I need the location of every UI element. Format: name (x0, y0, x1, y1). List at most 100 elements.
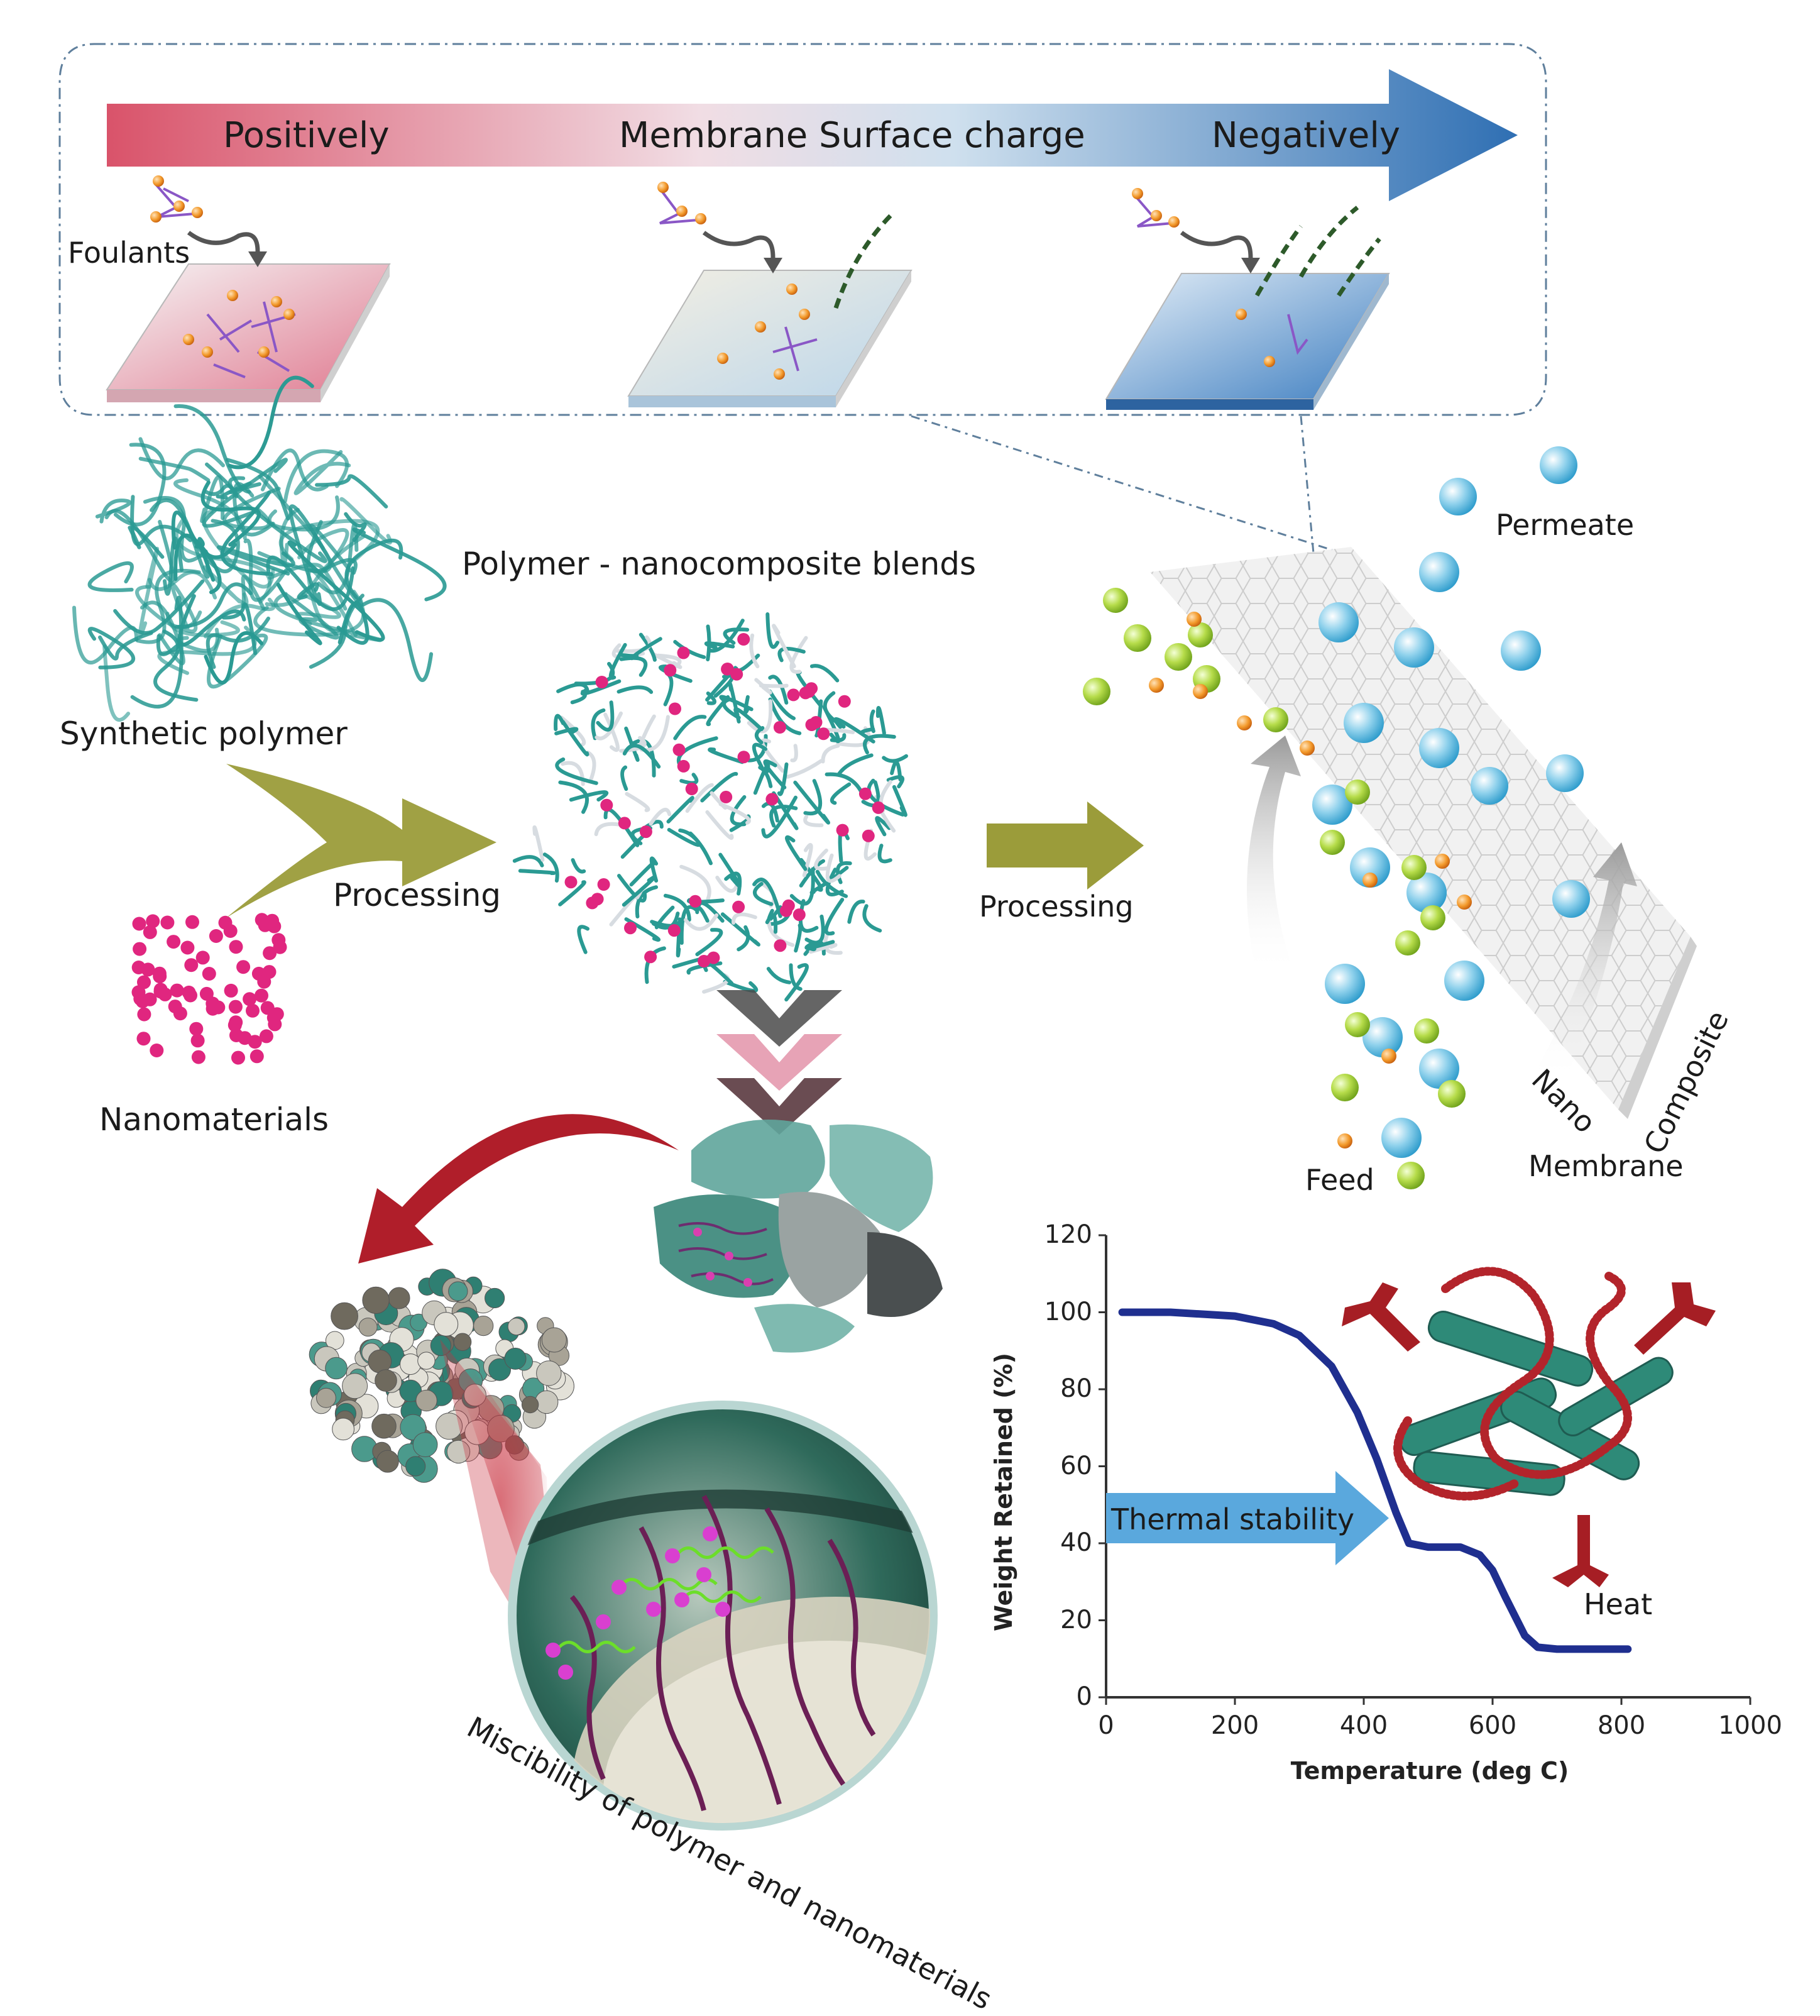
nanoparticle-bead-cluster (309, 1269, 574, 1483)
polymer-strand (253, 590, 366, 637)
permeate-particle (1444, 961, 1484, 1001)
polymer-strand (283, 449, 349, 504)
blend-strand (719, 695, 754, 712)
nanomaterial-dot (141, 962, 155, 977)
feed-particle (1331, 1074, 1359, 1101)
blend-strand (752, 878, 782, 918)
blend-strand (790, 744, 798, 763)
blend-strand (728, 681, 741, 724)
permeate-particle (1419, 1049, 1459, 1089)
blend-strand (512, 855, 544, 868)
bead (504, 1347, 527, 1370)
blend-strand (777, 646, 806, 663)
blend-strand (684, 913, 719, 931)
blend-strand (786, 759, 823, 779)
polymer-strand (189, 519, 240, 573)
x-tick-label: 0 (1098, 1711, 1114, 1740)
blend-title: Polymer - nanocomposite blends (462, 546, 977, 582)
blend-nanoparticle (809, 716, 823, 729)
blend-strand (586, 751, 596, 782)
blend-strand (754, 678, 772, 695)
blend-strand (518, 869, 556, 875)
polymer-strand (295, 593, 341, 626)
polymer-strand (207, 633, 268, 689)
blend-strand (804, 940, 835, 950)
blend-strand (804, 914, 825, 945)
bead (375, 1369, 397, 1392)
nanomaterial-dot (268, 1017, 282, 1032)
heat-structure (1342, 1267, 1716, 1587)
blend-nanoparticle (669, 702, 681, 715)
blend-strand (558, 780, 589, 814)
blend-strand (766, 967, 792, 984)
blend-strand (715, 876, 740, 893)
polymer-strand (339, 497, 393, 545)
feed-particle (1124, 624, 1151, 652)
permeate-particle (1394, 627, 1434, 668)
blend-strand (863, 734, 896, 754)
foulant-cluster-2 (659, 187, 698, 224)
permeate-particle (1362, 1017, 1403, 1057)
blend-strand (635, 885, 658, 918)
graphical-abstract (58, 43, 1751, 1831)
polymer-strand (344, 538, 403, 599)
blend-strand (789, 963, 803, 991)
feed-particle (1420, 905, 1445, 930)
polymer-strand (267, 495, 340, 532)
blend-nanoparticle (838, 695, 851, 708)
blend-strand (705, 810, 734, 840)
permeate-particle (1344, 703, 1384, 743)
nanomaterial-dot (153, 969, 167, 984)
blend-nanoparticle (677, 759, 690, 773)
feed-particle (1345, 1012, 1370, 1037)
blend-strand (718, 852, 742, 888)
nanocomposite-blend-ball (512, 612, 908, 1002)
blend-nanoparticle (595, 676, 608, 688)
blend-strand (630, 637, 662, 661)
nanomaterial-dot (273, 940, 287, 954)
blend-strand (629, 739, 656, 778)
nanomaterial-dot (209, 929, 223, 943)
nanomaterial-dot (260, 1001, 275, 1015)
nanomaterial-dot (185, 915, 199, 929)
blend-nanoparticle (765, 793, 779, 806)
blend-nanoparticle (858, 787, 872, 800)
blend-strand (802, 843, 813, 878)
blend-strand (794, 923, 803, 953)
polymer-strand (87, 627, 136, 669)
feed-particle (1083, 678, 1110, 705)
polymer-strand (293, 449, 351, 495)
nanomaterial-dot (257, 974, 271, 989)
foulant-dots-2 (657, 182, 706, 224)
feed-small-particle (1362, 873, 1378, 888)
polymer-strand (135, 585, 202, 630)
blend-strand (789, 867, 815, 906)
blend-strand (809, 881, 828, 895)
nanomaterial-dot (160, 915, 175, 930)
blend-nanoparticle (787, 688, 800, 702)
nanomaterial-dot (202, 967, 216, 981)
nanomaterial-dot (231, 1050, 245, 1065)
nanomaterial-dot (150, 1044, 164, 1057)
blend-strand (777, 762, 789, 796)
bead (405, 1456, 426, 1477)
blend-strand (704, 641, 735, 650)
nanomaterial-dot (206, 996, 220, 1011)
y-tick-label: 120 (1044, 1220, 1092, 1249)
blend-strand (752, 742, 767, 770)
nanomaterial-dot (189, 1022, 204, 1036)
blend-nanoparticle (773, 721, 786, 734)
y-tick-label: 100 (1044, 1297, 1092, 1326)
blend-strand (686, 961, 723, 975)
feed-small-particle (1187, 612, 1202, 627)
y-tick-label: 60 (1060, 1451, 1092, 1480)
nanomaterial-dot (167, 935, 181, 949)
nanomaterial-dot (180, 940, 195, 955)
polymer-strand (87, 561, 134, 592)
blend-nanoparticle (624, 922, 637, 935)
blend-strand (749, 633, 760, 669)
blend-strand (836, 861, 852, 884)
polymer-strand (306, 520, 358, 575)
processing-arrow-1 (226, 764, 496, 918)
blend-strand (809, 942, 816, 952)
